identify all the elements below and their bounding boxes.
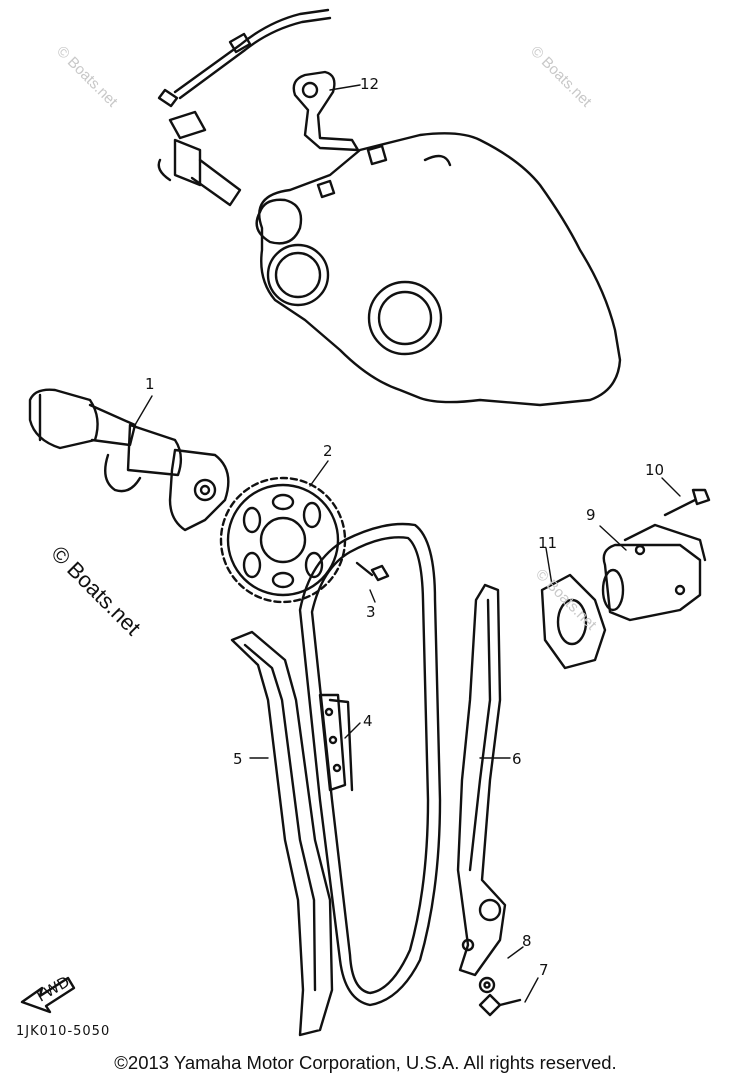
callout-5: 5: [233, 750, 243, 768]
cam-sprocket-part-2: [219, 476, 347, 604]
copyright-notice: ©2013 Yamaha Motor Corporation, U.S.A. A…: [114, 1052, 617, 1073]
washer-part-8: [478, 976, 496, 994]
chain-guide-part-5: [230, 630, 334, 1037]
callout-3: 3: [366, 603, 376, 621]
bolt-part-3: [355, 561, 390, 582]
watermark-mid-left: © Boats.net: [46, 541, 145, 640]
callout-leaders: [134, 84, 681, 1003]
throttle-cable: [157, 8, 332, 108]
diagram-code: 1JK010-5050: [16, 1024, 110, 1039]
chain-links-part-4: [318, 693, 354, 792]
timing-chain: [298, 522, 442, 1007]
throttle-shaft: [157, 110, 242, 207]
bolt-part-10: [663, 488, 711, 517]
gasket-part-11: [540, 573, 607, 670]
bolt-part-7: [478, 993, 522, 1017]
callout-10: 10: [645, 461, 664, 479]
callout-8: 8: [522, 932, 532, 950]
callout-11: 11: [538, 534, 557, 552]
cylinder-head-cover: [255, 132, 622, 407]
bracket-part-12: [292, 70, 360, 152]
callout-4: 4: [363, 712, 373, 730]
watermark-top-right: © Boats.net: [527, 43, 595, 111]
chain-tensioner-part-9: [601, 523, 707, 622]
callout-6: 6: [512, 750, 522, 768]
fwd-arrow-icon: [20, 976, 76, 1014]
camshaft-part-1: [28, 388, 230, 532]
callout-9: 9: [586, 506, 596, 524]
callout-2: 2: [323, 442, 333, 460]
chain-guide-part-6: [456, 583, 507, 977]
watermark-top-left: © Boats.net: [53, 43, 121, 111]
callout-7: 7: [539, 961, 549, 979]
callout-12: 12: [360, 75, 379, 93]
callout-1: 1: [145, 375, 155, 393]
